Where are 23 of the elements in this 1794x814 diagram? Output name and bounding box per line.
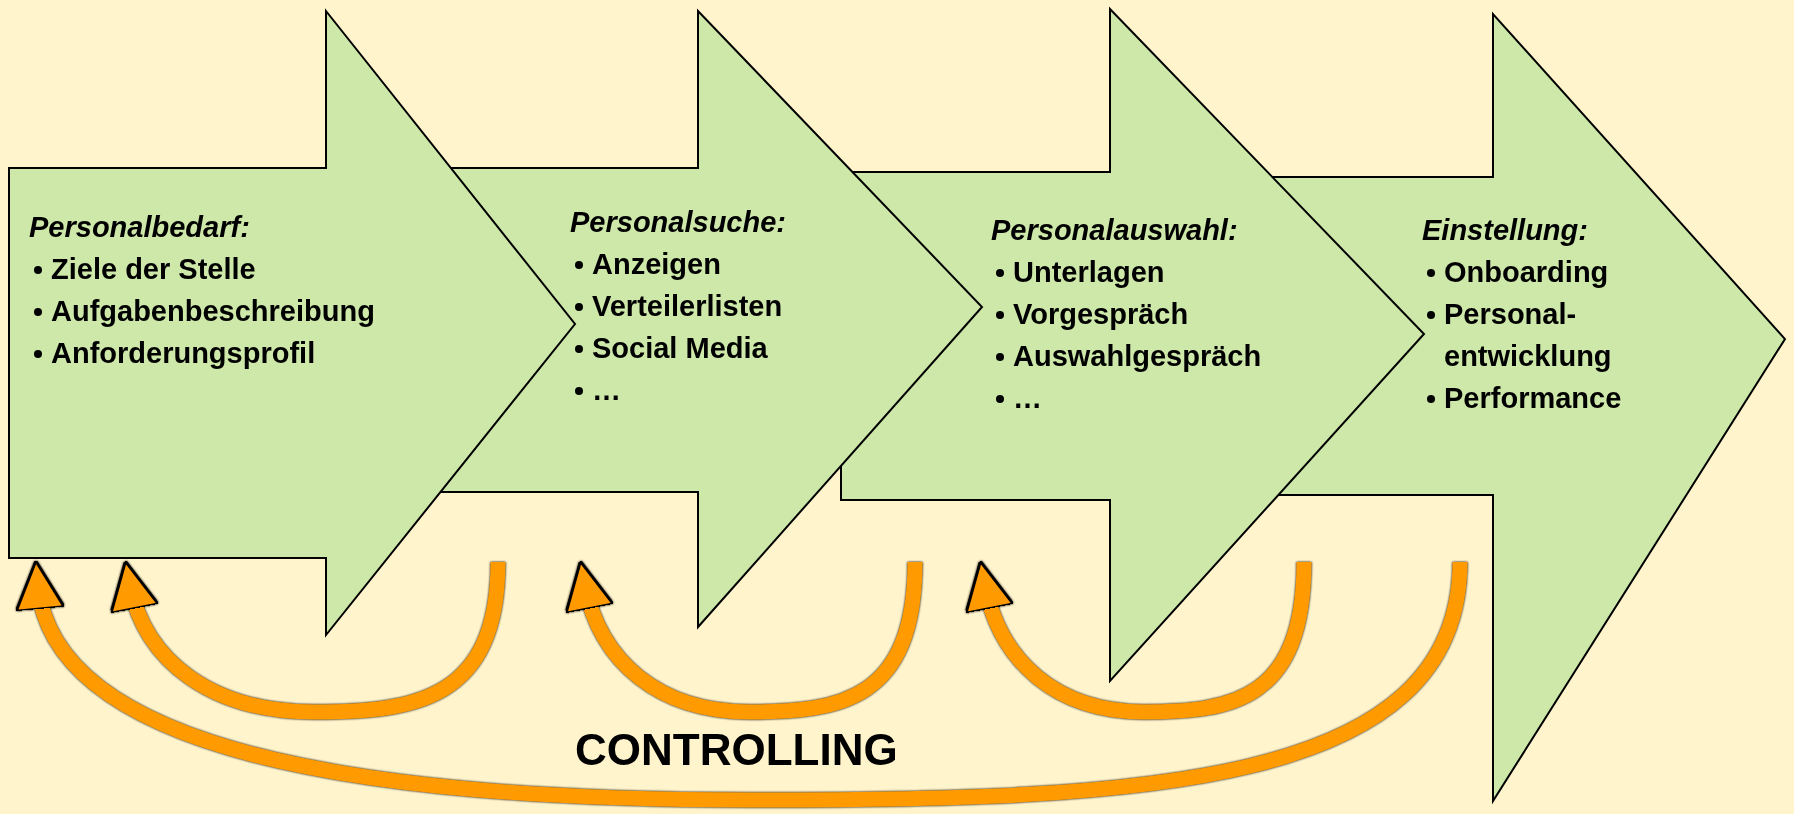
list-item: Vorgespräch [1013, 297, 1189, 332]
list-item: Aufgabenbeschreibung [51, 294, 375, 329]
list-item: … [592, 373, 621, 408]
curved-arrow [19, 560, 1468, 808]
list-item: Anzeigen [592, 247, 721, 282]
list-item: Onboarding [1444, 255, 1609, 290]
step-heading: Einstellung: [1422, 213, 1589, 248]
list-item: Performance [1444, 381, 1622, 416]
step-heading: Personalbedarf: [29, 210, 251, 245]
list-item: Auswahlgespräch [1013, 339, 1262, 374]
list-item: Personal- entwicklung [1444, 297, 1613, 374]
list-item: Anforderungsprofil [51, 336, 316, 371]
curved-arrow [111, 560, 506, 720]
controlling-label: CONTROLLING [575, 725, 898, 775]
list-item: … [1013, 381, 1042, 416]
list-item: Social Media [592, 331, 768, 366]
list-item: Unterlagen [1013, 255, 1165, 290]
curved-arrow [966, 560, 1312, 720]
curved-arrow [566, 560, 923, 720]
list-item: Ziele der Stelle [51, 252, 256, 287]
list-item: Verteilerlisten [592, 289, 783, 324]
step-heading: Personalauswahl: [991, 213, 1239, 248]
step-heading: Personalsuche: [570, 205, 787, 240]
